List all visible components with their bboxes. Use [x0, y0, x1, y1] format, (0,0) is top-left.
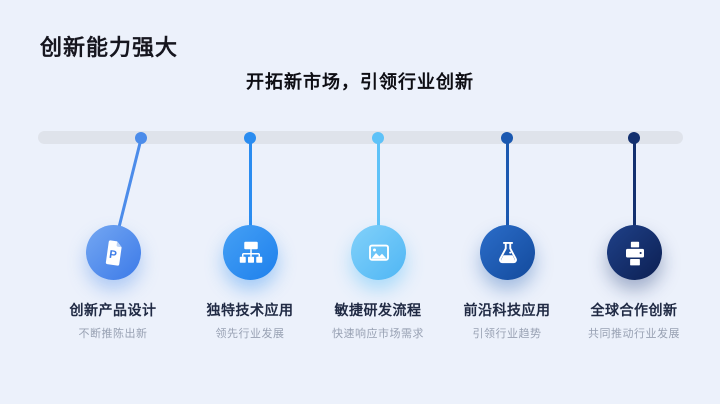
connector-line — [506, 141, 509, 229]
item-label: 全球合作创新 共同推动行业发展 — [549, 300, 719, 341]
item-title: 独特技术应用 — [206, 302, 294, 318]
item-subtitle: 快速响应市场需求 — [332, 328, 424, 340]
slide-subtitle: 开拓新市场，引领行业创新 — [246, 72, 474, 92]
item-circle — [480, 225, 535, 280]
item-label: 敏捷研发流程 快速响应市场需求 — [293, 300, 463, 341]
item-label: 前沿科技应用 引领行业趋势 — [422, 300, 592, 341]
timeline-dot — [244, 132, 256, 144]
item-label: 创新产品设计 不断推陈出新 — [28, 300, 198, 341]
item-subtitle: 引领行业趋势 — [472, 328, 542, 340]
item-title: 创新产品设计 — [69, 302, 157, 318]
svg-text:P: P — [108, 248, 118, 261]
connector-line — [633, 141, 636, 229]
timeline-dot — [501, 132, 513, 144]
printer-icon — [625, 241, 644, 265]
flask-icon — [498, 241, 517, 263]
timeline-dot — [135, 132, 147, 144]
document-p-icon: P — [105, 239, 122, 266]
image-icon — [368, 244, 389, 261]
item-label: 独特技术应用 领先行业发展 — [165, 300, 335, 341]
item-title: 全球合作创新 — [590, 302, 678, 318]
connector-line — [249, 141, 252, 229]
connector-line — [377, 141, 380, 229]
item-circle — [351, 225, 406, 280]
item-circle: P — [86, 225, 141, 280]
slide-title: 创新能力强大 — [40, 35, 179, 60]
item-subtitle: 不断推陈出新 — [78, 328, 148, 340]
item-subtitle: 共同推动行业发展 — [588, 328, 680, 340]
item-subtitle: 领先行业发展 — [215, 328, 285, 340]
timeline-dot — [372, 132, 384, 144]
connector-line — [116, 140, 142, 231]
item-circle — [607, 225, 662, 280]
item-title: 前沿科技应用 — [463, 302, 551, 318]
item-circle — [223, 225, 278, 280]
timeline-bar — [38, 131, 683, 144]
timeline-dot — [628, 132, 640, 144]
org-chart-icon — [239, 241, 262, 263]
item-title: 敏捷研发流程 — [334, 302, 422, 318]
